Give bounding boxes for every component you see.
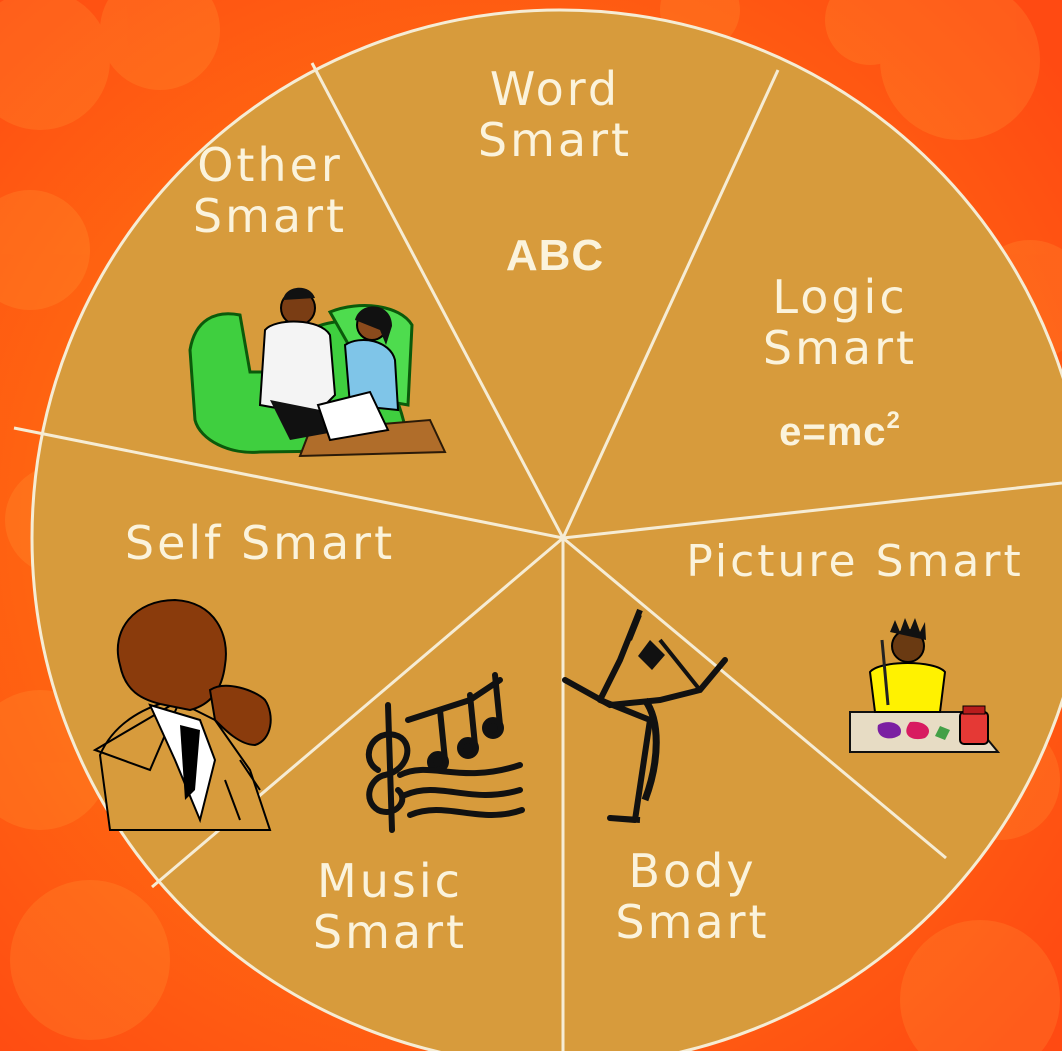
logic-smart-label: Logic Smart (735, 272, 945, 373)
slice-dividers (13, 62, 1062, 1051)
painter-icon (849, 618, 1001, 753)
divider-2 (561, 69, 780, 539)
logic-smart-line2: Smart (762, 320, 918, 375)
dancer-icon (562, 608, 728, 823)
music-smart-line1: Music (317, 854, 463, 908)
divider-4 (562, 536, 947, 860)
formula-base: e=mc (779, 410, 887, 454)
logic-smart-formula: e=mc2 (745, 407, 935, 454)
wheel-disc (30, 8, 1062, 1051)
family-reading-icon (188, 287, 447, 458)
self-smart-label: Self Smart (124, 516, 396, 570)
music-smart-line2: Smart (312, 904, 468, 959)
other-smart-line1: Other (197, 138, 343, 192)
divider-1 (310, 62, 565, 539)
divider-3 (562, 481, 1062, 540)
other-smart-label: Other Smart (170, 140, 370, 241)
logic-smart-line1: Logic (772, 270, 908, 324)
thinking-man-icon (92, 598, 272, 831)
music-smart-label: Music Smart (280, 856, 500, 957)
word-smart-line1: Word (489, 62, 621, 116)
music-notes-icon (365, 672, 525, 833)
body-smart-line2: Smart (615, 894, 770, 949)
word-smart-label: Word Smart (450, 64, 660, 165)
body-smart-label: Body Smart (585, 846, 800, 947)
divider-7 (13, 426, 564, 540)
picture-smart-label: Picture Smart (686, 536, 1024, 587)
formula-exponent: 2 (886, 407, 901, 435)
other-smart-line2: Smart (192, 188, 348, 243)
word-smart-abc: ABC (505, 231, 605, 280)
word-smart-line2: Smart (477, 112, 633, 167)
body-smart-line1: Body (628, 844, 757, 898)
